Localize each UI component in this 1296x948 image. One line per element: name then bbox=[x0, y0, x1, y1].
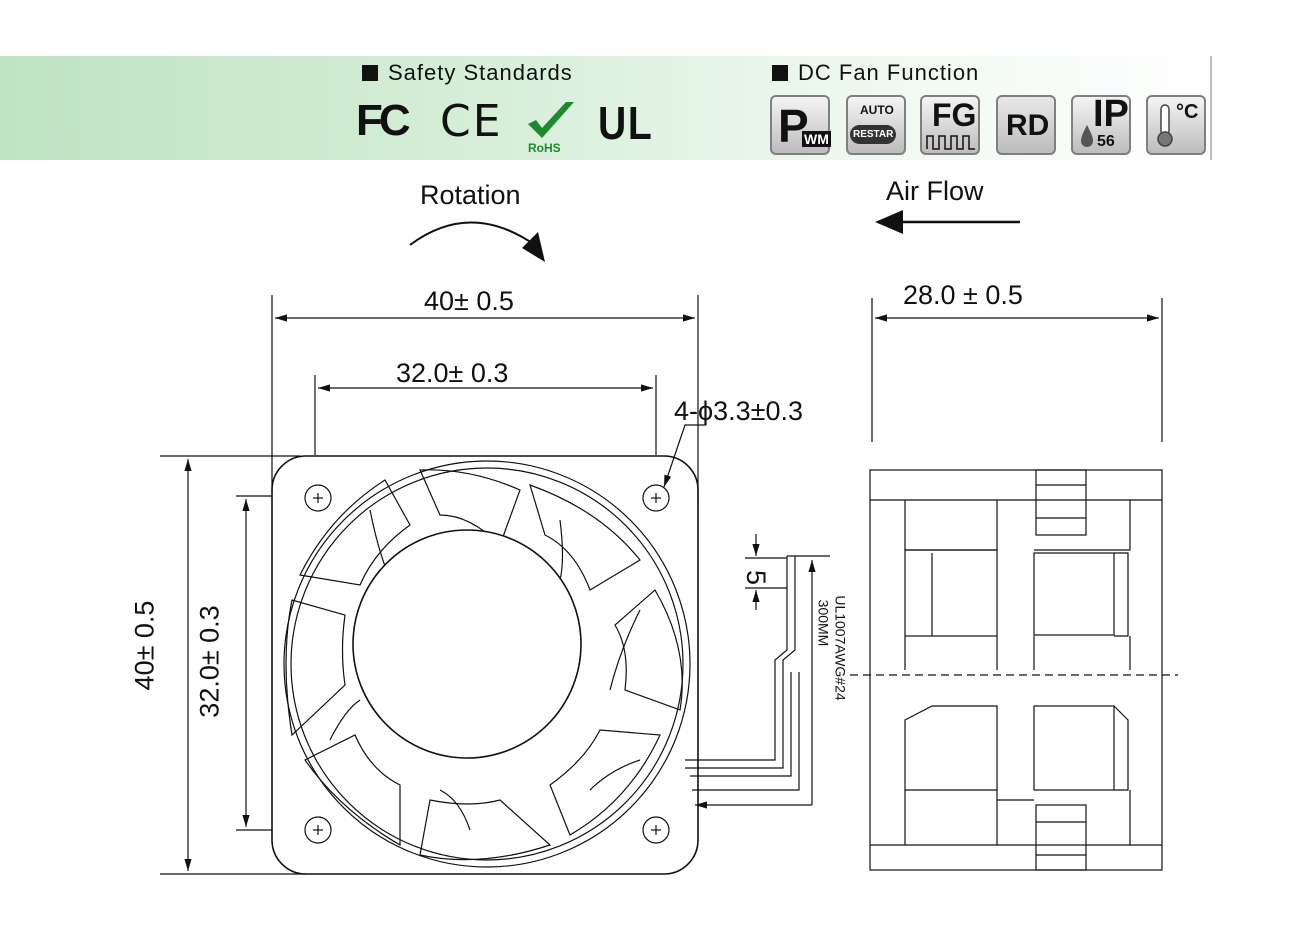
rohs-label: RoHS bbox=[528, 141, 561, 155]
temperature-icon: °C bbox=[1146, 95, 1206, 155]
rotation-arrow bbox=[409, 221, 536, 246]
fg-icon: FG bbox=[920, 95, 980, 155]
hole-leader bbox=[663, 424, 705, 488]
wire-length-label: 300MM bbox=[815, 599, 832, 647]
wire-spec-label: UL1007AWG#24 bbox=[832, 595, 849, 701]
fan-hub bbox=[352, 529, 582, 759]
bullet-square-icon bbox=[362, 65, 378, 81]
dim-overall-width-label: 40± 0.5 bbox=[424, 286, 514, 316]
fcc-logo: FC bbox=[356, 96, 411, 145]
fan-blades bbox=[285, 469, 683, 861]
safety-standards-title: Safety Standards bbox=[362, 60, 573, 86]
fg-wave-icon bbox=[926, 135, 975, 150]
rd-icon: RD bbox=[996, 95, 1056, 155]
dc-fan-function-title: DC Fan Function bbox=[772, 60, 979, 86]
venturi-outer bbox=[283, 460, 691, 868]
dim-depth-label: 28.0 ± 0.5 bbox=[903, 280, 1023, 310]
thermometer-icon bbox=[1157, 104, 1173, 147]
ul-logo: UL bbox=[598, 97, 654, 149]
fan-frame bbox=[271, 455, 699, 875]
airflow-label: Air Flow bbox=[886, 176, 984, 206]
pwm-icon: P WM bbox=[770, 95, 831, 155]
water-drop-icon bbox=[1081, 125, 1093, 147]
rohs-check-icon bbox=[528, 102, 574, 138]
ip56-icon: IP 56 bbox=[1071, 93, 1131, 155]
dim-wire-strip-label: 5 bbox=[741, 569, 772, 586]
side-view bbox=[869, 469, 1163, 871]
venturi-inner bbox=[290, 467, 684, 861]
dim-hole-label: 4-ϕ3.3±0.3 bbox=[674, 396, 804, 426]
ce-logo: CE bbox=[440, 96, 503, 147]
dim-hole-height-label: 32.0± 0.3 bbox=[194, 605, 225, 718]
lead-wires bbox=[685, 556, 800, 791]
rotation-arrow-head bbox=[522, 232, 545, 262]
mounting-holes bbox=[304, 484, 670, 844]
rotation-label: Rotation bbox=[420, 180, 521, 210]
airflow-arrow-head bbox=[875, 210, 903, 234]
bullet-square-icon bbox=[772, 65, 788, 81]
banner-divider bbox=[1210, 56, 1212, 160]
dim-hole-width-label: 32.0± 0.3 bbox=[396, 358, 509, 388]
dim-overall-height-label: 40± 0.5 bbox=[129, 600, 160, 691]
auto-restart-icon: AUTO RESTAR bbox=[846, 95, 906, 155]
